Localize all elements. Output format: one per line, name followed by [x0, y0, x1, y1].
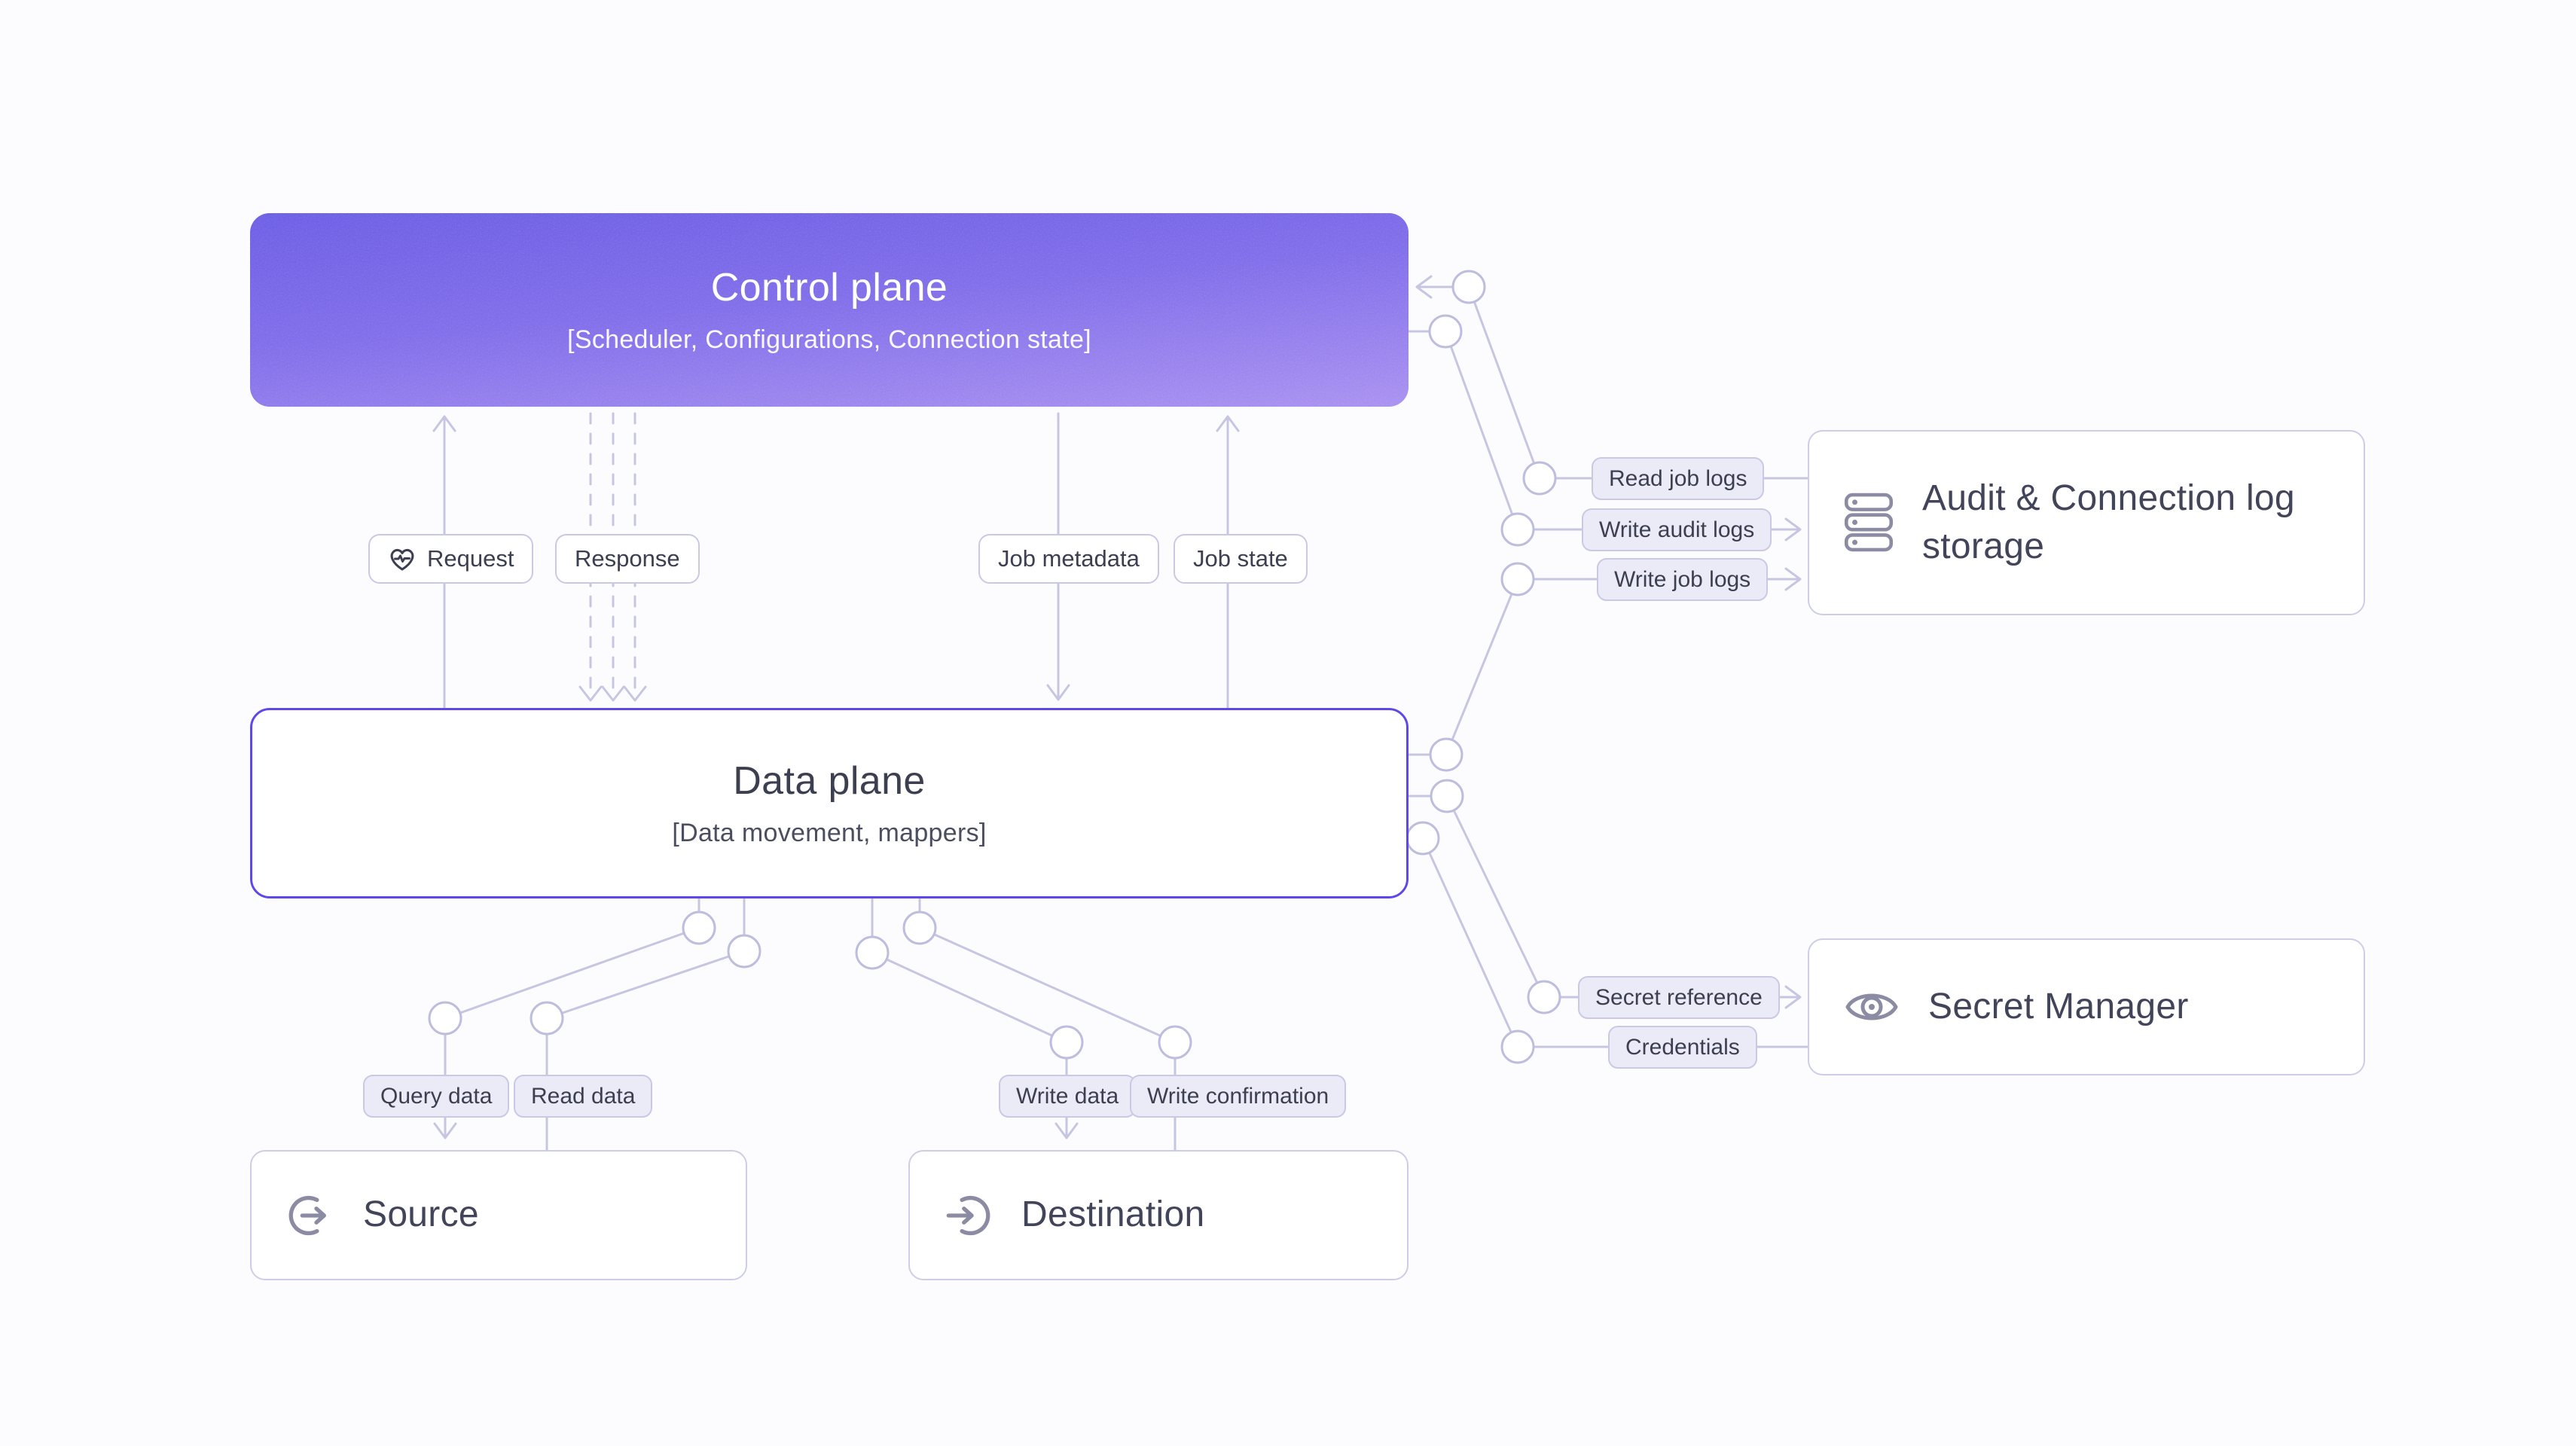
destination-title: Destination [1021, 1194, 1205, 1235]
node-circle [1430, 779, 1464, 813]
node-circle [902, 911, 937, 945]
secretref-diagonal [1445, 795, 1546, 999]
control-plane-subtitle: [Scheduler, Configurations, Connection s… [567, 325, 1091, 354]
label-job-metadata: Job metadata [978, 534, 1159, 584]
arrow-down-write [1055, 1122, 1079, 1139]
label-request: Request [368, 534, 534, 584]
node-circle [1451, 270, 1486, 304]
secret-manager-box: Secret Manager [1808, 938, 2365, 1075]
node-circle [1406, 821, 1440, 856]
arrow-down-query [433, 1122, 457, 1139]
arrow-down-response-3 [623, 685, 647, 702]
heart-pulse-icon [390, 548, 414, 571]
node-circle [727, 934, 762, 969]
node-circle [682, 911, 716, 945]
arrow-down-response-1 [578, 685, 603, 702]
control-plane-title: Control plane [710, 266, 948, 310]
control-plane-box: Control plane [Scheduler, Configurations… [250, 213, 1409, 407]
arrow-right-joblogs [1784, 567, 1802, 591]
arrow-up-job-state [1216, 415, 1240, 432]
label-job-state: Job state [1174, 534, 1308, 584]
label-secret-reference: Secret reference [1578, 976, 1780, 1019]
arrow-up-request [432, 415, 456, 432]
source-title: Source [363, 1194, 479, 1235]
node-circle [530, 1001, 564, 1036]
eye-icon [1845, 993, 1898, 1020]
label-response: Response [555, 534, 700, 584]
node-circle [1500, 1030, 1535, 1064]
node-circle [1429, 737, 1463, 772]
credentials-diagonal [1421, 837, 1519, 1048]
label-write-audit-logs: Write audit logs [1582, 508, 1772, 551]
node-circle [855, 935, 890, 970]
arrow-left-read-logs [1415, 275, 1433, 299]
destination-box: Destination [908, 1150, 1409, 1280]
arrow-right-secretref [1784, 985, 1802, 1009]
node-circle [1527, 980, 1561, 1014]
read-logs-diagonal [1467, 285, 1541, 480]
import-arrow-icon [946, 1195, 990, 1235]
node-circle [428, 1001, 462, 1036]
audit-log-storage-title: Audit & Connection log storage [1922, 477, 2295, 566]
write-diagonal [871, 951, 1068, 1044]
node-circle [1428, 314, 1463, 349]
node-circle [1500, 562, 1535, 596]
confirm-diagonal [918, 926, 1177, 1044]
label-read-data: Read data [514, 1075, 653, 1118]
source-box: Source [250, 1150, 747, 1280]
joblogs-diagonal [1445, 578, 1519, 756]
export-arrow-icon [288, 1195, 326, 1235]
data-plane-box: Data plane [Data movement, mappers] [250, 708, 1409, 898]
audit-log-storage-box: Audit & Connection log storage [1808, 430, 2365, 615]
arrow-down-job-metadata [1046, 684, 1070, 701]
arrow-down-response-2 [601, 685, 625, 702]
audit-diagonal [1444, 330, 1519, 531]
label-write-data: Write data [999, 1075, 1137, 1118]
label-write-job-logs: Write job logs [1597, 558, 1769, 601]
data-plane-subtitle: [Data movement, mappers] [672, 819, 987, 847]
node-circle [1500, 512, 1535, 547]
secret-manager-title: Secret Manager [1928, 986, 2189, 1027]
node-circle [1158, 1025, 1192, 1060]
label-write-confirmation: Write confirmation [1130, 1075, 1347, 1118]
label-request-text: Request [427, 545, 514, 572]
label-query-data: Query data [363, 1075, 510, 1118]
label-credentials: Credentials [1608, 1026, 1757, 1069]
read-diagonal [545, 950, 746, 1020]
arrow-right-audit [1784, 517, 1802, 541]
label-read-job-logs: Read job logs [1592, 457, 1765, 500]
data-plane-title: Data plane [733, 759, 926, 803]
server-stack-icon [1844, 493, 1894, 552]
node-circle [1522, 461, 1557, 496]
node-circle [1049, 1025, 1084, 1060]
query-diagonal [444, 926, 700, 1020]
